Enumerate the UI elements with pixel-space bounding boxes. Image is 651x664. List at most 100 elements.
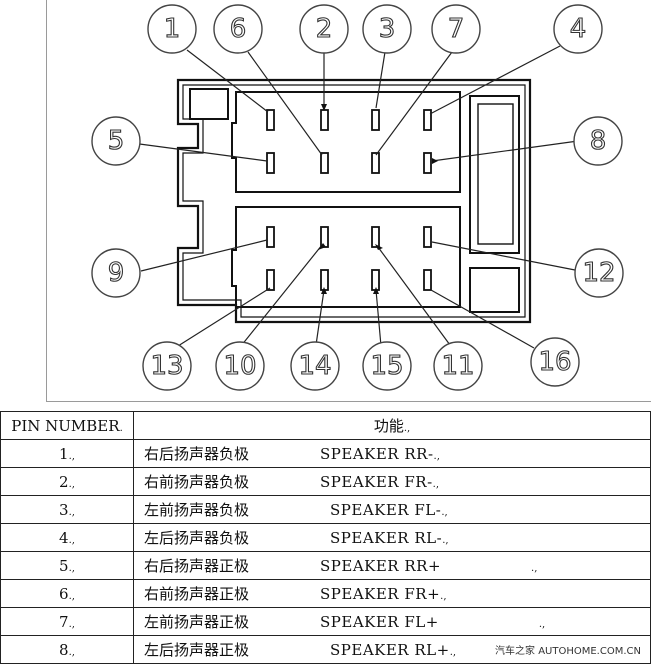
leader-8 <box>431 140 579 162</box>
lower-block <box>231 206 461 308</box>
diagram-frame <box>46 0 651 402</box>
arrow-8 <box>432 158 438 164</box>
connector-housing <box>176 78 532 324</box>
pin-9 <box>266 226 275 248</box>
callout-circle-8 <box>573 116 623 166</box>
callout-circle-11 <box>433 341 483 391</box>
callout-number: 9 <box>108 258 125 288</box>
pin-number-cell: 6., <box>0 579 134 608</box>
callout-number: 5 <box>108 126 125 156</box>
callout-circle-2 <box>299 4 349 54</box>
pin-number-cell: 8., <box>0 635 134 664</box>
leader-9 <box>140 239 268 272</box>
connector-diagram: 1 6 2 3 7 4 5 8 9 12 13 10 14 15 11 16 <box>91 4 624 391</box>
callout-number: 14 <box>298 351 331 381</box>
leader-4 <box>429 45 561 115</box>
leader-12 <box>431 241 576 271</box>
leader-15 <box>375 289 382 347</box>
callout-circle-15 <box>362 341 412 391</box>
callout-numbers: 1 6 2 3 7 4 5 8 9 12 13 10 14 15 11 16 <box>107 13 616 381</box>
pin-4 <box>423 109 432 131</box>
leader-1 <box>186 49 269 113</box>
callout-number: 10 <box>223 351 256 381</box>
leader-lines <box>131 45 579 349</box>
callout-number: 11 <box>441 351 474 381</box>
callout-number: 16 <box>538 347 571 377</box>
pin-1 <box>266 109 275 131</box>
leader-3 <box>375 51 386 109</box>
pin-number-cell: 1., <box>0 439 134 468</box>
key-square <box>189 88 229 120</box>
callout-number: 8 <box>590 126 607 156</box>
pin-2 <box>320 109 329 131</box>
callout-number: 12 <box>582 258 615 288</box>
function-header: 功能., <box>133 411 651 440</box>
callout-circles <box>91 4 624 391</box>
callout-circle-7 <box>431 4 481 54</box>
leader-11 <box>377 246 451 346</box>
callout-circle-6 <box>213 4 263 54</box>
arrowheads <box>318 104 438 294</box>
leader-6 <box>247 51 323 156</box>
pin-number-cell: 2., <box>0 467 134 496</box>
pin-number-cell: 4., <box>0 523 134 552</box>
pin-5 <box>266 152 275 174</box>
pin-7 <box>371 152 380 174</box>
leader-16 <box>430 289 535 349</box>
callout-circle-1 <box>147 4 197 54</box>
leader-14 <box>315 289 325 346</box>
pin-number-header: PIN NUMBER. <box>0 411 134 440</box>
arrow-14 <box>321 287 327 294</box>
callout-number: 2 <box>316 14 333 44</box>
callout-circle-12 <box>574 248 624 298</box>
pin-12 <box>423 226 432 248</box>
pins-lower <box>266 226 432 291</box>
callout-circle-10 <box>215 341 265 391</box>
pin-3 <box>371 109 380 131</box>
pin-10 <box>320 226 329 248</box>
arrow-10 <box>318 243 326 250</box>
pin-8 <box>423 152 432 174</box>
side-slot-outer <box>469 95 520 254</box>
arrow-15 <box>373 287 379 294</box>
pin-15 <box>371 269 380 291</box>
pin-16 <box>423 269 432 291</box>
leader-10 <box>240 244 323 347</box>
callout-circle-13 <box>142 341 192 391</box>
side-slot-inner <box>477 103 514 245</box>
watermark: 汽车之家 AUTOHOME.COM.CN <box>493 642 643 657</box>
callout-number: 1 <box>164 14 181 44</box>
callout-number: 3 <box>379 14 396 44</box>
connector-housing-inner <box>182 84 526 318</box>
leader-7 <box>375 51 453 156</box>
callout-circle-5 <box>91 116 141 166</box>
arrow-11 <box>375 244 383 250</box>
arrow-2 <box>321 104 327 111</box>
pin-number-cell: 5., <box>0 551 134 580</box>
pin-number-cell: 3., <box>0 495 134 524</box>
callout-number: 15 <box>370 351 403 381</box>
callout-circle-9 <box>91 248 141 298</box>
callout-number: 4 <box>570 14 587 44</box>
callout-circle-16 <box>530 337 580 387</box>
callout-number: 13 <box>150 351 183 381</box>
pin-number-cell: 7., <box>0 607 134 636</box>
leader-13 <box>177 287 271 347</box>
callout-number: 6 <box>230 14 247 44</box>
upper-block <box>231 91 461 193</box>
callout-circle-14 <box>290 341 340 391</box>
pin-13 <box>266 269 275 291</box>
pin-6 <box>320 152 329 174</box>
